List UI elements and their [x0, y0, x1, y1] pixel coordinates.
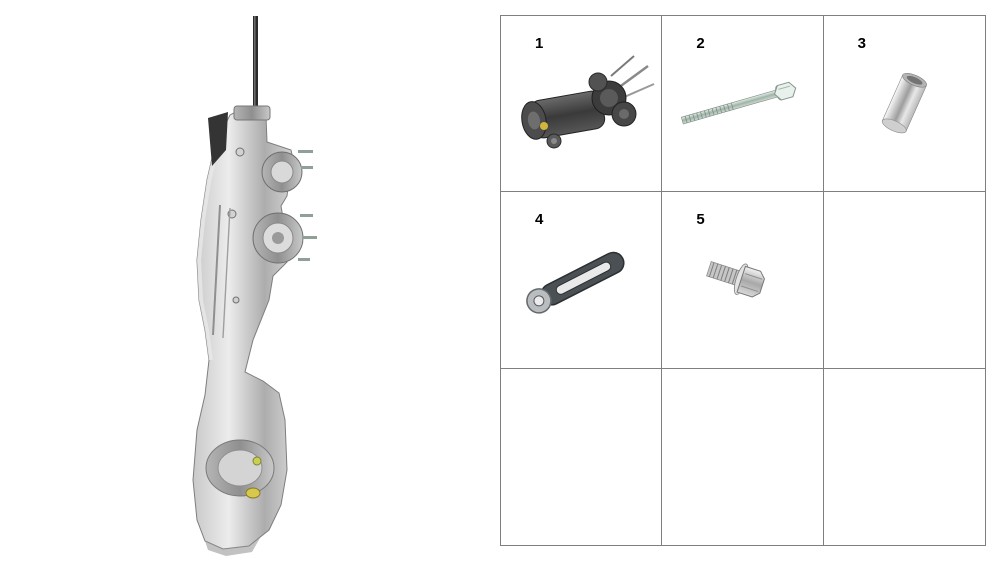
parts-table-cell-6: [823, 192, 985, 369]
starter-motor-assembly-icon: [501, 16, 661, 191]
parts-table-cell-2: 2: [662, 16, 824, 193]
part-number-label: 2: [696, 35, 705, 52]
dowel-sleeve-icon: [824, 16, 985, 191]
long-mounting-bolt-icon: [662, 16, 822, 191]
parts-table-cell-1: 1: [501, 16, 663, 193]
part-number-label: 1: [535, 35, 544, 52]
parts-table-cell-3: 3: [823, 16, 985, 193]
parts-table: 1: [500, 15, 986, 546]
parts-table-cell-7: [501, 368, 663, 545]
slotted-bracket-icon: [501, 192, 661, 367]
parts-table-cell-8: [662, 368, 824, 545]
parts-table-cell-4: 4: [501, 192, 663, 369]
parts-table-cell-9: [824, 369, 985, 545]
transmission-case-side-view: [192, 16, 317, 556]
part-number-label: 4: [535, 211, 544, 229]
parts-table-cell-5: 5: [662, 192, 824, 369]
part-number-label: 3: [857, 35, 866, 52]
part-number-label: 5: [696, 211, 705, 229]
assembly-illustration-panel: [140, 0, 360, 562]
hex-flange-bolt-icon: [662, 192, 822, 367]
